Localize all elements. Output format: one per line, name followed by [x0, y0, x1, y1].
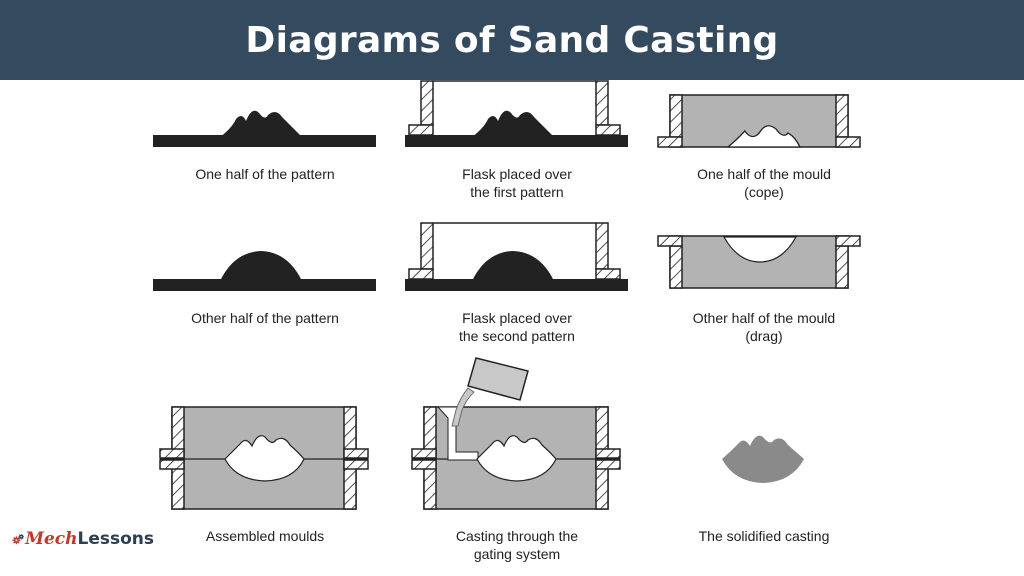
- title-bar: Diagrams of Sand Casting: [0, 0, 1024, 80]
- caption-line: Casting through the: [455, 528, 579, 544]
- flask-wall-left: [669, 94, 683, 138]
- flask-flange-left-top: [159, 448, 185, 459]
- solidified-casting: [722, 435, 804, 483]
- panel-flask-over-second-pattern: [405, 222, 628, 291]
- flask-flange-right: [835, 235, 861, 247]
- caption-pattern-half-two: Other half of the pattern: [135, 309, 395, 327]
- flask-flange-left-bottom: [411, 459, 437, 470]
- flask-flange-right-bottom: [595, 459, 621, 470]
- mechlessons-logo: MechLessons: [12, 526, 154, 552]
- caption-line: One half of the mould: [697, 166, 831, 182]
- page-title: Diagrams of Sand Casting: [245, 19, 779, 61]
- caption-line: the second pattern: [459, 328, 575, 344]
- logo-text-part2: Lessons: [77, 529, 155, 549]
- sand-casting-diagram: [153, 80, 861, 510]
- panel-cope: [657, 94, 861, 148]
- pattern-board: [153, 135, 376, 147]
- flask-wall-right: [595, 222, 609, 270]
- caption-drag: Other half of the mould (drag): [634, 309, 894, 345]
- caption-gating-system: Casting through the gating system: [387, 527, 647, 563]
- logo-text-part1: Mech: [25, 529, 78, 549]
- pattern-half: [220, 110, 302, 137]
- caption-line: Assembled moulds: [205, 528, 325, 544]
- ladle: [467, 357, 529, 401]
- mould-cavity: [476, 435, 557, 482]
- caption-flask-second: Flask placed over the second pattern: [387, 309, 647, 345]
- panel-pattern-half-one: [153, 110, 376, 147]
- flask-flange-right: [595, 268, 621, 280]
- flask-flange-right: [595, 124, 621, 136]
- caption-line: Flask placed over: [462, 166, 572, 182]
- caption-line: One half of the pattern: [195, 166, 335, 182]
- pattern-half: [472, 110, 554, 137]
- flask-wall-right: [835, 94, 849, 138]
- gear-icon: [12, 533, 25, 545]
- pattern-board: [405, 279, 628, 291]
- caption-flask-first: Flask placed over the first pattern: [387, 165, 647, 201]
- caption-pattern-half-one: One half of the pattern: [135, 165, 395, 183]
- flask-flange-left: [657, 235, 683, 247]
- flask-wall-left: [420, 222, 434, 270]
- flask-wall-left: [420, 80, 434, 126]
- caption-solidified-casting: The solidified casting: [634, 527, 894, 545]
- caption-line: the first pattern: [470, 184, 564, 200]
- caption-line: Flask placed over: [462, 310, 572, 326]
- pattern-half-dome: [472, 251, 554, 281]
- flask-flange-left-top: [411, 448, 437, 459]
- panel-pattern-half-two: [153, 251, 376, 291]
- panel-assembled-moulds: [159, 406, 369, 510]
- flask-flange-left: [657, 136, 683, 148]
- panel-drag: [657, 235, 861, 289]
- caption-line: Other half of the mould: [692, 310, 836, 326]
- pattern-board: [153, 279, 376, 291]
- flask-flange-left: [408, 268, 434, 280]
- caption-line: The solidified casting: [698, 528, 830, 544]
- flask-wall-left: [669, 245, 683, 289]
- caption-line: (cope): [744, 184, 784, 200]
- pattern-half-dome: [220, 251, 302, 281]
- molten-metal-stream: [451, 387, 475, 427]
- caption-assembled-moulds: Assembled moulds: [135, 527, 395, 545]
- caption-cope: One half of the mould (cope): [634, 165, 894, 201]
- logo-text: MechLessons: [25, 529, 154, 549]
- caption-line: gating system: [473, 546, 561, 562]
- panel-casting-gating-system: [411, 357, 621, 510]
- flask-flange-left-bottom: [159, 459, 185, 470]
- panel-flask-over-first-pattern: [405, 80, 628, 147]
- flask-flange-left: [408, 124, 434, 136]
- caption-line: Other half of the pattern: [191, 310, 339, 326]
- flask-flange-right: [835, 136, 861, 148]
- mould-cavity: [722, 236, 798, 263]
- caption-line: (drag): [745, 328, 783, 344]
- pattern-board: [405, 135, 628, 147]
- flask-wall-right: [835, 245, 849, 289]
- flask-wall-right: [595, 80, 609, 126]
- mould-cavity: [224, 435, 305, 482]
- flask-flange-right-top: [343, 448, 369, 459]
- flask-flange-right-top: [595, 448, 621, 459]
- flask-flange-right-bottom: [343, 459, 369, 470]
